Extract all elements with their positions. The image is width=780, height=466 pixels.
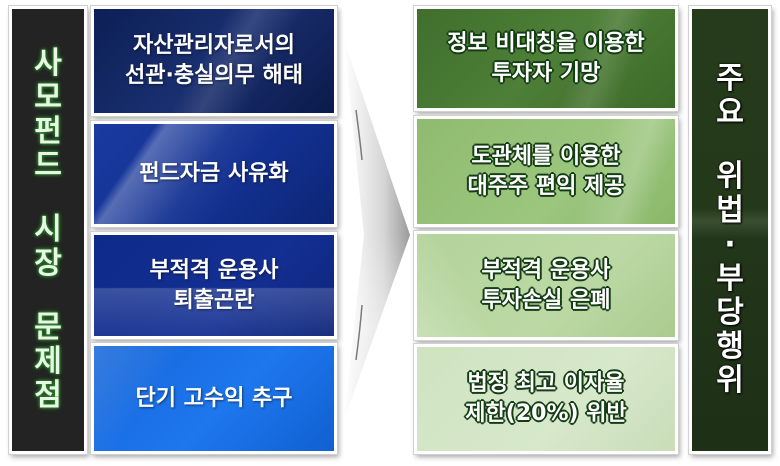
left-bar-char: 장 (34, 246, 62, 281)
problem-box-unqualified-manager: 부적격 운용사 퇴출곤란 (91, 232, 337, 339)
problem-box-fund-privatization: 펀드자금 사유화 (91, 121, 337, 227)
right-bar-char: 당 (716, 295, 744, 330)
left-bar-char: 모 (34, 80, 62, 115)
right-bar-char: 부 (716, 261, 744, 296)
major-violations-label-bar: 주 요 위 법 · 부 당 행 위 (689, 6, 771, 454)
left-bar-char: 사 (34, 46, 62, 81)
right-bar-char: 주 (716, 61, 744, 96)
problem-text: 자산관리자로서의 선관·충실의무 해태 (125, 33, 303, 88)
violation-text: 법정 최고 이자율 제한(20%) 위반 (465, 371, 627, 426)
left-bar-char: 펀 (34, 114, 62, 149)
problem-box-short-term-returns: 단기 고수익 추구 (91, 343, 337, 454)
left-bar-char: 문 (34, 310, 62, 345)
left-bar-char: 점 (34, 378, 62, 413)
left-bar-char: 드 (34, 148, 62, 183)
right-bar-char: 행 (716, 329, 744, 364)
right-bar-char: · (724, 227, 736, 262)
problem-text: 단기 고수익 추구 (135, 385, 293, 411)
violation-text: 부적격 운용사 투자손실 은폐 (481, 257, 611, 313)
chevron-arrow-right-icon (344, 40, 410, 420)
violation-box-major-shareholder-benefit: 도관체를 이용한 대주주 편익 제공 (414, 116, 678, 227)
right-bar-char: 위 (716, 159, 744, 194)
violation-text: 도관체를 이용한 대주주 편익 제공 (467, 143, 625, 199)
violation-box-loss-concealment: 부적격 운용사 투자손실 은폐 (414, 231, 678, 340)
violation-text: 정보 비대칭을 이용한 투자자 기망 (447, 30, 645, 86)
left-bar-char: 시 (34, 212, 62, 247)
problem-text: 부적격 운용사 퇴출곤란 (149, 257, 279, 313)
problem-text: 펀드자금 사유화 (139, 161, 289, 186)
right-bar-char: 법 (716, 193, 744, 228)
right-bar-char: 위 (716, 363, 744, 398)
problem-box-fiduciary-duty: 자산관리자로서의 선관·충실의무 해태 (91, 6, 337, 116)
market-problems-label-bar: 사 모 펀 드 시 장 문 제 점 (9, 6, 87, 454)
left-bar-char: 제 (34, 344, 62, 379)
violation-box-investor-deception: 정보 비대칭을 이용한 투자자 기망 (414, 6, 678, 111)
right-bar-char: 요 (716, 95, 744, 130)
violation-box-interest-rate-cap: 법정 최고 이자율 제한(20%) 위반 (414, 344, 678, 454)
